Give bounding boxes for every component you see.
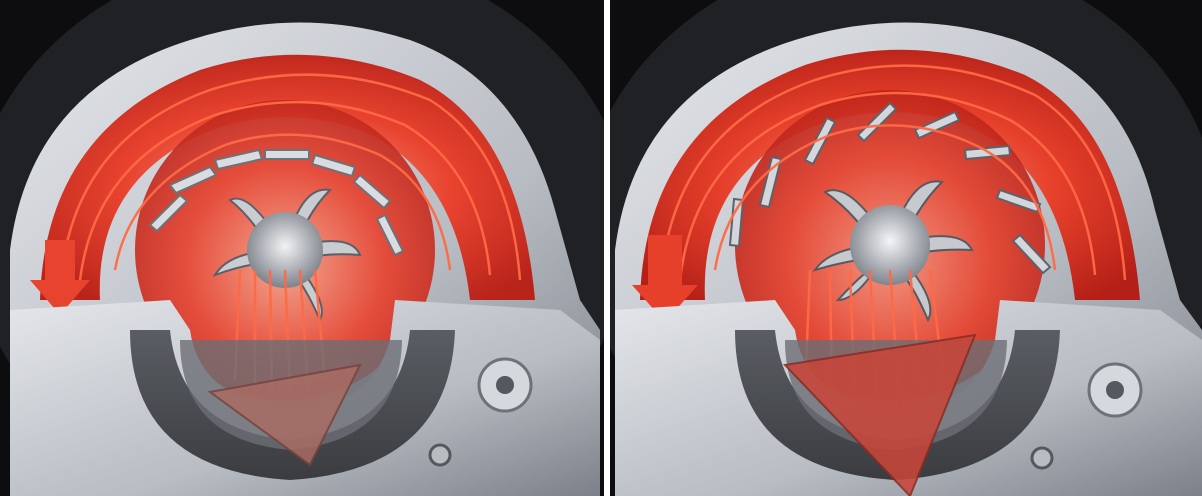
turbo-cutaway-right-illustration (610, 0, 1202, 496)
turbo-cutaway-panel-left (0, 0, 604, 496)
bolt-hole-icon (496, 376, 514, 394)
turbo-cutaway-left-illustration (0, 0, 604, 496)
turbo-cutaway-panel-right (610, 0, 1202, 496)
bolt-hole-icon (1106, 381, 1124, 399)
